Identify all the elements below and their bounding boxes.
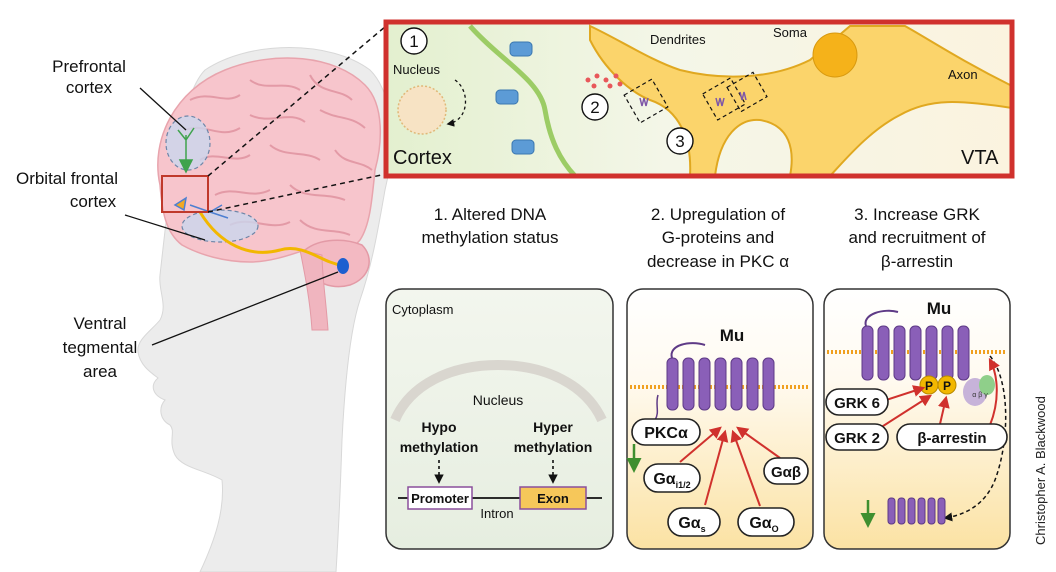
exon-label: Exon <box>537 491 569 506</box>
g-protein-arrows <box>679 426 781 507</box>
orbital-highlight-box <box>161 175 209 213</box>
arrestin-recruit-arrow <box>988 357 1000 426</box>
membrane-receptors <box>495 41 535 155</box>
label-prefrontal-2: cortex <box>66 78 113 97</box>
mu-label-2: Mu <box>720 326 745 345</box>
brain-folds <box>184 74 373 236</box>
inset-nucleus-label: Nucleus <box>393 62 440 77</box>
cell-membrane <box>468 24 577 178</box>
inset-vta-label: VTA <box>961 147 999 169</box>
pkc-label: PKCα <box>644 425 688 442</box>
mu-label-3: Mu <box>927 299 952 318</box>
heading-3: 3. Increase GRK <box>854 205 980 224</box>
exon-box <box>519 486 587 510</box>
label-orbital-2: cortex <box>70 192 117 211</box>
orbital-frontal-region <box>181 209 259 243</box>
zoom-line-top <box>207 25 387 177</box>
hypo-label-2: methylation <box>400 439 479 455</box>
phospho-label-1: P <box>925 379 933 393</box>
label-prefrontal: Prefrontal <box>52 57 126 76</box>
zoom-line-bottom <box>207 173 387 213</box>
heading-3-line2: and recruitment of <box>848 228 985 247</box>
prefrontal-neuron-icon <box>177 127 195 174</box>
hypo-label: Hypo <box>422 419 457 435</box>
heading-2-line2: G-proteins and <box>662 228 774 247</box>
mu-receptor-3 <box>861 309 970 381</box>
label-vta-2: tegmental <box>63 338 138 357</box>
head-illustration <box>124 25 392 572</box>
promoter-box <box>407 486 473 510</box>
step-1-number: 1 <box>409 32 418 51</box>
leader-orbital <box>124 214 206 241</box>
leader-vta <box>151 271 339 346</box>
brainstem <box>299 249 329 331</box>
step-2-number: 2 <box>590 98 599 117</box>
panel-3 <box>823 288 1011 550</box>
nuclear-envelope <box>390 359 607 423</box>
label-vta: Ventral <box>74 314 127 333</box>
inset-cortex-label: Cortex <box>393 147 452 169</box>
gao-label: GαO <box>749 515 778 534</box>
step-3-circle <box>666 127 694 155</box>
panel1-nucleus-label: Nucleus <box>473 392 524 408</box>
grk-pills <box>825 388 1008 451</box>
inset-dendrites-label: Dendrites <box>650 32 706 47</box>
leader-prefrontal <box>139 87 187 131</box>
step-2-circle <box>581 93 609 121</box>
inset-panel <box>383 19 1015 179</box>
grk6-label: GRK 6 <box>834 395 880 412</box>
mu-receptor-2 <box>666 342 775 411</box>
step-1-circle <box>400 27 428 55</box>
gas-label: Gαs <box>678 515 705 534</box>
neurotransmitters <box>585 73 623 89</box>
label-orbital: Orbital frontal <box>16 169 118 188</box>
intron-label: Intron <box>480 506 513 521</box>
receptor-box-3a <box>701 77 747 121</box>
hyper-label: Hyper <box>533 419 573 435</box>
heading-2: 2. Upregulation of <box>651 205 785 224</box>
inset-frame <box>383 19 1015 179</box>
gai-label: Gαi1/2 <box>653 471 690 490</box>
cortex-nucleus <box>397 85 447 135</box>
gab-label: Gαβ <box>771 464 801 481</box>
receptor-glyphs <box>639 91 747 107</box>
panel-2 <box>626 288 814 550</box>
cytoplasm-label: Cytoplasm <box>392 302 453 317</box>
promoter-label: Promoter <box>411 491 469 506</box>
g-protein-complex <box>963 375 995 406</box>
g-protein-pills-2 <box>631 418 809 537</box>
nucleus-arrow <box>446 79 467 127</box>
receptor-box-3b <box>726 71 768 113</box>
heading-2-line3: decrease in PKC α <box>647 252 789 271</box>
heading-1: 1. Altered DNA <box>434 205 547 224</box>
inset-axon-label: Axon <box>948 67 978 82</box>
vta-dot <box>337 258 349 274</box>
label-vta-3: area <box>83 362 118 381</box>
arrestin-label: β-arrestin <box>917 430 986 447</box>
heading-1-line2: methylation status <box>421 228 558 247</box>
phospho-2 <box>937 375 957 395</box>
phospho-label-2: P <box>943 379 951 393</box>
author-credit: Christopher A. Blackwood <box>1033 396 1048 545</box>
soma-nucleus <box>812 32 858 78</box>
grk2-label: GRK 2 <box>834 430 880 447</box>
mesocortical-pathway <box>198 211 343 268</box>
heading-3-line3: β-arrestin <box>881 252 953 271</box>
pkc-tether <box>654 394 659 421</box>
inset-soma-label: Soma <box>773 25 808 40</box>
orbital-neuron-icon <box>173 196 229 219</box>
internalization-arrow <box>943 355 1007 522</box>
panel-1 <box>385 288 614 550</box>
prefrontal-region <box>165 115 211 171</box>
step-3-number: 3 <box>675 132 684 151</box>
internalized-receptor <box>887 497 946 525</box>
gprotein-subunits-label: α β γ <box>972 392 988 399</box>
hyper-label-2: methylation <box>514 439 593 455</box>
